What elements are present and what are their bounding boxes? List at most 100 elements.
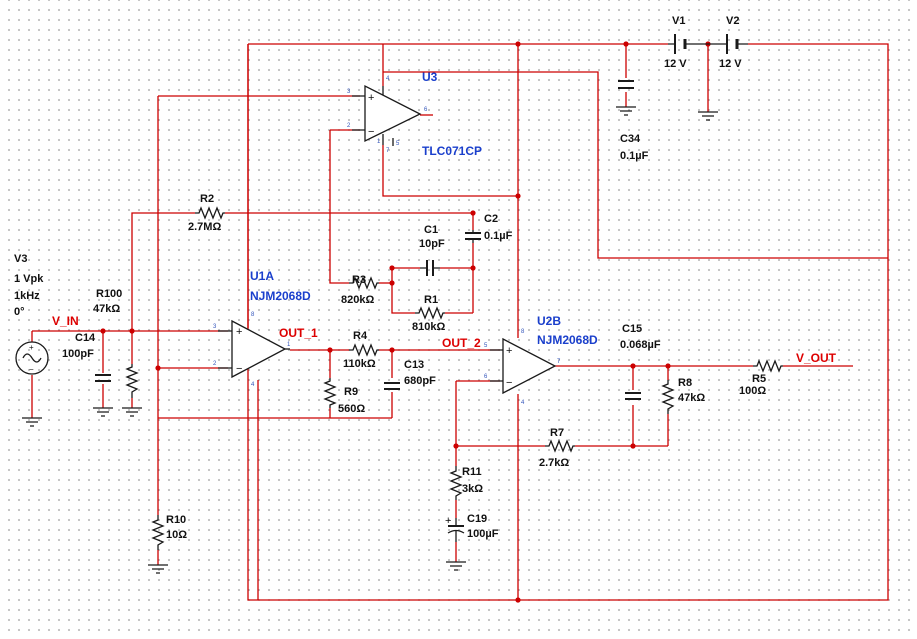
- r5-ref: R5: [752, 373, 766, 385]
- junction-dot: [389, 347, 395, 353]
- pin-number: 4: [386, 76, 390, 82]
- r7-value: 2.7kΩ: [539, 457, 569, 469]
- pin-number: 8: [521, 329, 525, 335]
- c1-ref: C1: [424, 224, 438, 236]
- c1-value: 10pF: [419, 238, 445, 250]
- v3-amplitude: 1 Vpk: [14, 273, 44, 285]
- minus-sign: −: [506, 377, 512, 389]
- minus-sign: −: [236, 363, 242, 375]
- r100-value: 47kΩ: [93, 303, 120, 315]
- net-label-v-in: V_IN: [52, 314, 79, 328]
- r1-value: 810kΩ: [412, 321, 445, 333]
- r9-ref: R9: [344, 386, 358, 398]
- pin-number: 6: [424, 107, 428, 113]
- resistor-r9[interactable]: [323, 378, 337, 408]
- pin-number: 2: [213, 361, 217, 367]
- r4-value: 110kΩ: [343, 358, 376, 370]
- c2-ref: C2: [484, 213, 498, 225]
- net-label-v-out: V_OUT: [796, 351, 837, 365]
- pin-number: 2: [347, 123, 351, 129]
- r11-value: 3kΩ: [462, 483, 483, 495]
- resistor-r5[interactable]: [753, 359, 783, 373]
- r9-value: 560Ω: [338, 403, 365, 415]
- plus-sign: +: [506, 345, 512, 357]
- resistor-r7[interactable]: [545, 439, 575, 453]
- resistor-r4[interactable]: [349, 343, 379, 357]
- r11-ref: R11: [462, 466, 482, 478]
- pin-number: 8: [251, 312, 255, 318]
- ground-r100: [122, 407, 142, 417]
- capacitor-c15[interactable]: [625, 392, 641, 400]
- minus-sign: −: [368, 126, 374, 138]
- junction-dot: [453, 443, 459, 449]
- plus-sign: +: [236, 326, 242, 338]
- v2-ref: V2: [726, 15, 739, 27]
- c13-ref: C13: [404, 359, 424, 371]
- ground-c14: [93, 407, 113, 417]
- r8-ref: R8: [678, 377, 692, 389]
- opamp-u2b[interactable]: + − 5 6 7 8 4: [484, 329, 561, 406]
- resistor-r2[interactable]: [195, 206, 225, 220]
- pin-number: 6: [484, 374, 488, 380]
- net-label-out-1: OUT_1: [279, 326, 318, 340]
- v3-phase: 0°: [14, 306, 25, 318]
- junction-dot: [515, 193, 521, 199]
- ground-c19: [446, 561, 466, 571]
- r5-value: 100Ω: [739, 385, 766, 397]
- capacitor-c2[interactable]: [465, 230, 481, 243]
- battery-v2[interactable]: [708, 34, 748, 54]
- capacitor-c13[interactable]: [384, 382, 400, 390]
- v1-ref: V1: [672, 15, 685, 27]
- r3-ref: R3: [352, 274, 366, 286]
- c14-value: 100pF: [62, 348, 94, 360]
- c15-value: 0.068µF: [620, 339, 661, 351]
- c19-ref: C19: [467, 513, 487, 525]
- resistor-r8[interactable]: [661, 380, 675, 414]
- ground-r10: [148, 564, 168, 574]
- r10-ref: R10: [166, 514, 186, 526]
- pin-number: 1: [377, 139, 381, 145]
- opamp-u3[interactable]: + − 3 2 6 4 7 1 5: [347, 76, 428, 154]
- u2b-ref: U2B: [537, 314, 561, 328]
- junction-dot: [630, 443, 636, 449]
- junction-dot: [623, 41, 629, 47]
- u3-model: TLC071CP: [422, 144, 482, 158]
- pin-number: 3: [347, 89, 351, 95]
- c14-ref: C14: [75, 332, 96, 344]
- r10-value: 10Ω: [166, 529, 187, 541]
- resistor-r11[interactable]: [449, 466, 463, 500]
- ground-supply: [698, 111, 718, 121]
- r2-value: 2.7MΩ: [188, 221, 221, 233]
- resistor-r3[interactable]: [349, 276, 379, 290]
- capacitor-c34[interactable]: [618, 80, 634, 89]
- junction-dot: [155, 365, 161, 371]
- v3-ref: V3: [14, 253, 27, 265]
- ground-c34: [616, 106, 636, 116]
- capacitor-c19[interactable]: +: [445, 515, 465, 542]
- u2b-model: NJM2068D: [537, 333, 598, 347]
- ground-v3: [22, 417, 42, 427]
- capacitor-c14[interactable]: [95, 374, 111, 382]
- junction-dot: [129, 328, 135, 334]
- battery-v1[interactable]: [668, 34, 708, 54]
- r1-ref: R1: [424, 294, 438, 306]
- c15-ref: C15: [622, 323, 642, 335]
- r100-ref: R100: [96, 288, 122, 300]
- junction-dot: [665, 363, 671, 369]
- resistor-r10[interactable]: [151, 515, 165, 550]
- resistor-r100[interactable]: [125, 364, 139, 398]
- ac-source-v3[interactable]: + −: [15, 341, 49, 375]
- r7-ref: R7: [550, 427, 564, 439]
- junction-dot: [389, 265, 395, 271]
- junction-dot: [515, 41, 521, 47]
- u1a-ref: U1A: [250, 269, 274, 283]
- pin-number: 3: [213, 324, 217, 330]
- capacitor-c1[interactable]: [420, 260, 440, 276]
- net-label-out-2: OUT_2: [442, 336, 481, 350]
- opamp-u1a[interactable]: + − 3 2 1 8 4: [213, 312, 291, 388]
- pin-number: 7: [386, 148, 390, 154]
- pin-number: 7: [557, 359, 561, 365]
- resistor-r1[interactable]: [415, 306, 445, 320]
- c13-value: 680pF: [404, 375, 436, 387]
